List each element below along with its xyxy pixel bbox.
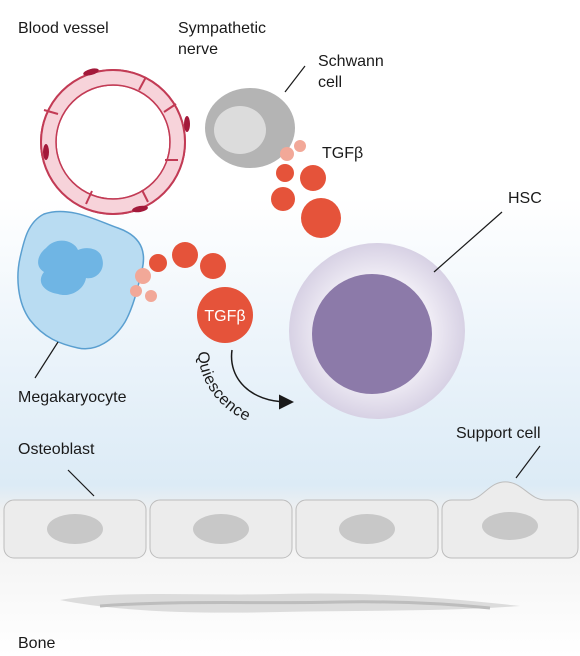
tgfb-center-label: TGFβ (204, 308, 245, 325)
osteoblast-nucleus (339, 514, 395, 544)
hsc-cell (289, 243, 465, 419)
schwann-cell (205, 88, 295, 168)
vessel-nucleus (43, 144, 49, 160)
vessel-nucleus (132, 205, 148, 213)
bone-label: Bone (18, 635, 55, 652)
megakaryocyte (17, 210, 145, 350)
blood-vessel (40, 68, 190, 215)
schwann-cell-label-line2: cell (318, 74, 342, 91)
leader-lines (34, 65, 541, 497)
bone-texture (60, 593, 520, 613)
schwann-leader-line (284, 65, 306, 93)
schwann-cell-label-line1: Schwann (318, 53, 384, 70)
vessel-nucleus (184, 116, 190, 132)
support-cell-leader-line (515, 445, 541, 479)
osteoblast-nucleus (193, 514, 249, 544)
hsc-label: HSC (508, 190, 542, 207)
megakaryocyte-label: Megakaryocyte (18, 389, 127, 406)
megakaryocyte-leader-line (34, 341, 59, 379)
support-cell-label: Support cell (456, 425, 541, 442)
tgfb-top-label: TGFβ (322, 145, 363, 162)
sympathetic-nerve-label-line1: Sympathetic (178, 20, 266, 37)
osteoblast-label: Osteoblast (18, 441, 95, 458)
osteoblast-layer (3, 481, 579, 559)
tgfb-center: TGFβ (197, 287, 253, 343)
tgfb-droplets-top (271, 140, 341, 238)
quiescence-arrow (230, 349, 294, 410)
sympathetic-nerve-label-line2: nerve (178, 41, 218, 58)
support-cell-nucleus (482, 512, 538, 540)
osteoblast-nucleus (47, 514, 103, 544)
vessel-nucleus (83, 68, 99, 76)
osteoblast-leader-line (67, 469, 95, 497)
hsc-leader-line (433, 211, 503, 273)
tgfb-droplets-megakaryocyte (130, 242, 226, 302)
blood-vessel-label: Blood vessel (18, 20, 109, 37)
